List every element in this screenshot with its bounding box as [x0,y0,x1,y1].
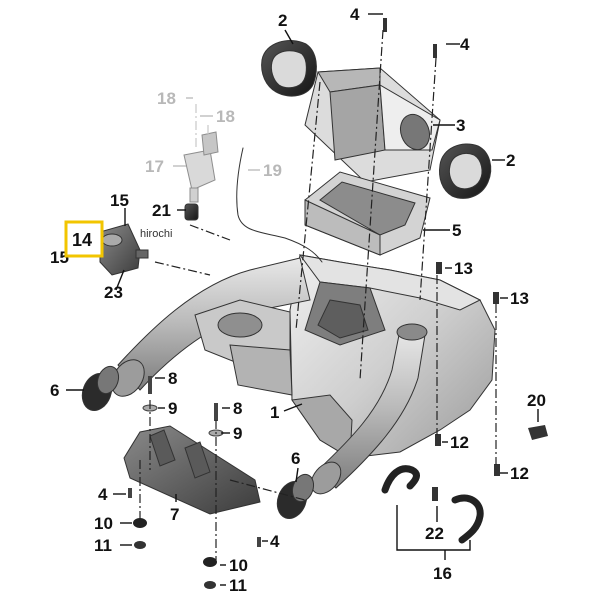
filter-cover [304,67,441,183]
callout-15-top: 15 [110,191,129,210]
callout-18-a: 18 [157,89,176,108]
callout-11-bottom: 11 [229,576,247,595]
bottom-tray [123,425,261,515]
bushing-21 [184,203,199,221]
callout-4-bottom: 4 [270,532,280,551]
callout-10-left: 10 [94,514,113,533]
seal-right [439,143,492,199]
callout-labels: 2 4 4 18 18 3 2 17 19 15 21 5 15 13 23 1… [50,5,546,595]
callout-1: 1 [270,403,279,422]
callout-7: 7 [170,505,179,524]
callout-6-right: 6 [291,449,300,468]
callout-13-b: 13 [510,289,529,308]
right-intake-tube [310,323,428,495]
callout-23: 23 [104,283,123,302]
callout-3: 3 [456,116,465,135]
callout-19: 19 [263,161,282,180]
callout-9-left: 9 [168,399,177,418]
bellmouth-left [81,365,120,411]
seal-left [261,40,317,97]
callout-9-mid: 9 [233,424,242,443]
callout-4-right: 4 [460,35,470,54]
callout-17: 17 [145,157,164,176]
callout-10-bottom: 10 [229,556,248,575]
callout-2-top: 2 [278,11,287,30]
callout-4-top: 4 [350,5,360,24]
callout-20: 20 [527,391,546,410]
callout-6-left: 6 [50,381,59,400]
screws [128,18,500,589]
callout-5: 5 [452,221,461,240]
callout-18-b: 18 [216,107,235,126]
callout-13-a: 13 [454,259,473,278]
callout-22: 22 [425,524,444,543]
callout-8-mid: 8 [233,399,242,418]
callout-14: 14 [72,230,92,250]
callout-2-right: 2 [506,151,515,170]
callout-4-lower: 4 [98,485,108,504]
callout-12-b: 12 [510,464,529,483]
air-filter [304,171,431,256]
callout-12-a: 12 [450,433,469,452]
watermark: hirochi [140,228,172,240]
bellmouth-right [276,473,315,519]
callout-16: 16 [433,564,452,583]
valve-17 [183,131,219,203]
callout-11-left: 11 [94,536,112,555]
left-intake-tube [111,257,311,397]
clip-20 [528,425,548,440]
hoses-16 [381,465,484,544]
callout-8-left: 8 [168,369,177,388]
actuator-14 [99,223,149,276]
leader-lines [66,13,539,586]
callout-15-left: 15 [50,248,69,267]
hose-19 [236,147,323,263]
callout-21: 21 [152,201,171,220]
highlight-part-14: 14 [64,220,104,258]
